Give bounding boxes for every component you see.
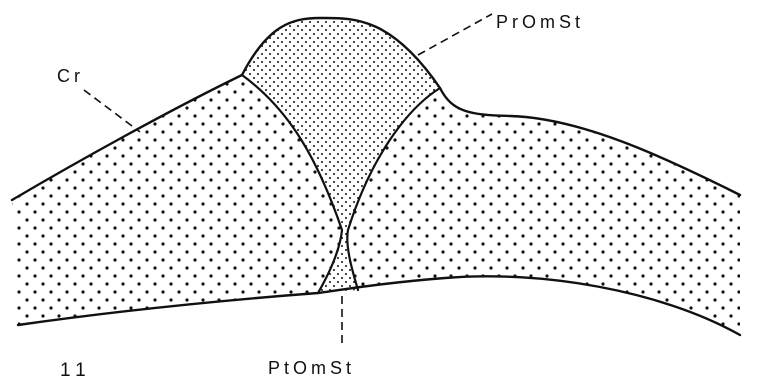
label-top-right: PrOmSt: [496, 12, 584, 32]
leader-line-top-right: [418, 14, 492, 55]
label-bottom: PtOmSt: [268, 358, 355, 378]
label-left: Cr: [57, 66, 84, 86]
leader-line-left: [84, 90, 140, 132]
figure-number: 11: [60, 360, 92, 381]
